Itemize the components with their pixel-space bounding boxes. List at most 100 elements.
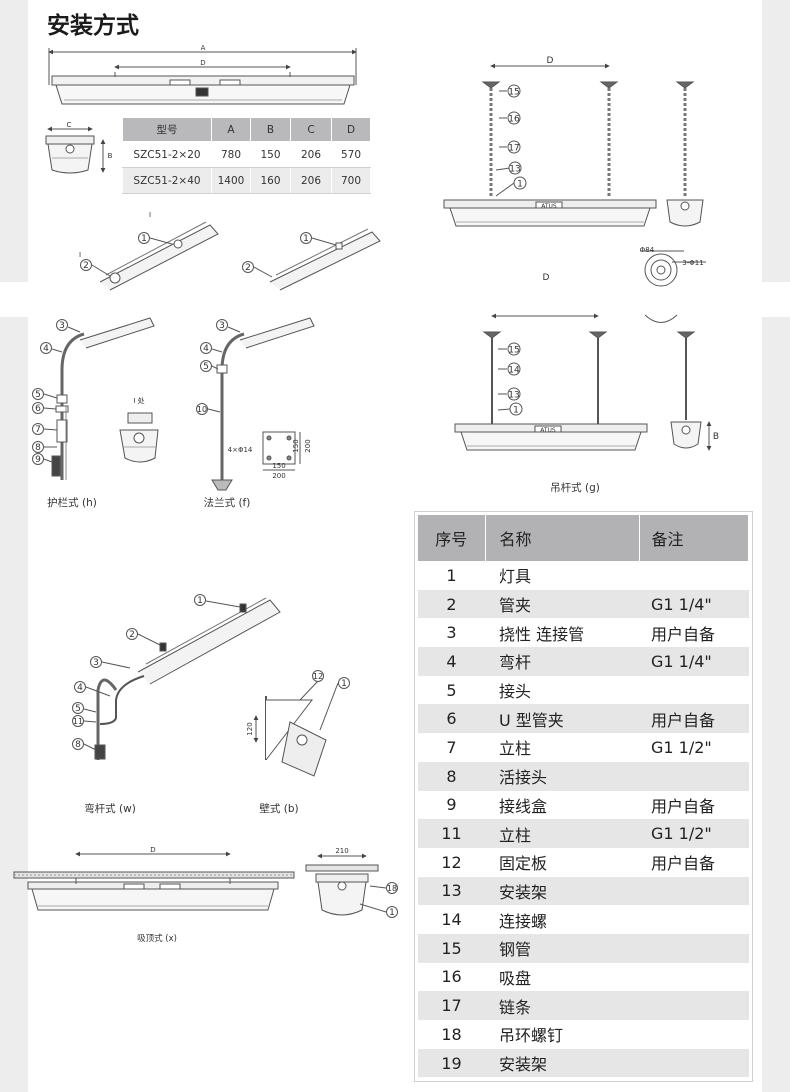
parts-cell-note: 用户自备 [651,854,716,874]
callout-1-angled-b: 1 [303,234,309,244]
parts-cell-name: U 型管夹 [485,704,639,734]
dim-200-flange-v: 200 [304,439,312,452]
callout-3-f: 3 [219,321,225,331]
parts-cell-no: 5 [446,680,457,700]
parts-cell-note [639,676,749,705]
dimensions-header-row: 型号 A B C D [122,117,371,142]
callout-16: 16 [508,115,520,125]
caption-ceiling: 吸顶式 (x) [137,933,177,944]
table-row: SZC51-2×40 1400 160 206 700 [122,167,371,194]
dim-label-d-ceiling: D [150,846,155,854]
callout-6-h: 6 [35,404,41,414]
parts-cell-no: 8 [418,761,485,791]
parts-header-note: 备注 [639,515,749,561]
parts-header-name: 名称 [485,515,640,561]
callout-1-b: 1 [341,679,347,689]
dimensions-table: 型号 A B C D SZC51-2×20 780 150 206 570 SZ… [122,117,371,194]
dims-cell: 780 [211,141,251,168]
parts-cell-name: 固定板 [499,854,548,874]
dims-cell: 1400 [211,167,251,194]
caption-flange: 法兰式 (f) [204,496,251,509]
lamp-bent-rod-mount [94,597,281,760]
parts-cell-name: 管夹 [485,589,639,619]
callout-1-angled-a: 1 [141,234,147,244]
callout-10-f: 10 [197,405,207,414]
parts-cell-no: 1 [446,565,457,585]
dim-label-d-top: D [200,59,205,67]
parts-cell-name: 吸盘 [499,968,532,988]
lamp-mark-rod: ATUS [540,427,556,434]
parts-header-no: 序号 [418,515,486,561]
label-3-holes: 3-Φ11 [682,259,703,267]
lamp-ceiling-mount [13,851,379,916]
parts-cell-note [639,561,749,590]
page-title: 安装方式 [47,13,139,39]
dim-150-flange-v: 150 [292,439,300,452]
parts-cell-note [639,963,749,992]
dim-label-d-rod: D [543,273,550,283]
callout-11-w: 11 [73,717,83,726]
section-gap [0,282,790,317]
callout-8-h: 8 [35,443,41,453]
parts-cell-name: 连接螺 [499,911,548,931]
callout-5-f: 5 [203,362,209,372]
dims-cell: 570 [331,141,371,168]
parts-cell-note: 用户自备 [651,624,716,644]
callout-2-angled-b: 2 [245,263,251,273]
parts-cell-no: 3 [446,623,457,643]
dims-cell: 160 [250,167,291,194]
caption-guardrail: 护栏式 (h) [47,496,97,509]
callout-leaders [43,90,515,913]
dim-label-b: B [108,152,113,160]
callout-7-h: 7 [35,425,41,435]
parts-cell-note: G1 1/2" [651,737,712,757]
dim-120-wall: 120 [246,722,254,735]
parts-cell-name: 立柱 [499,739,532,759]
lamp-end-view [45,126,106,174]
callout-5-w: 5 [75,704,81,714]
dims-cell: SZC51-2×20 [122,141,212,168]
parts-cell-note [639,933,749,963]
dim-210-ceiling: 210 [335,847,348,855]
callout-14: 14 [508,366,520,376]
callout-8-w: 8 [75,740,81,750]
dims-cell: 700 [331,167,371,194]
parts-cell-no: 7 [446,737,457,757]
parts-cell-no: 2 [418,589,485,619]
label-4-holes: 4×Φ14 [228,446,253,454]
parts-cell-note [639,991,749,1020]
parts-cell-note [639,1020,749,1049]
parts-cell-no: 11 [418,819,485,848]
dims-header-c: C [290,117,332,142]
callout-2-w: 2 [129,630,135,640]
callout-4-h: 4 [43,344,49,354]
dims-cell: 206 [290,141,332,168]
dims-header-a: A [211,117,251,142]
parts-cell-name: 立柱 [485,819,639,848]
parts-cell-note: 用户自备 [639,704,749,734]
parts-cell-note: G1 1/4" [639,647,749,676]
callout-1-pendant: 1 [513,406,519,416]
dim-label-c: C [67,121,72,129]
parts-cell-no: 18 [441,1024,462,1044]
callout-13-bottom: 13 [508,391,519,401]
parts-cell-no: 9 [446,795,457,815]
callout-5-h: 5 [35,390,41,400]
caption-pendant-rod: 吊杆式 (g) [550,481,600,494]
callout-1-top: 1 [517,180,523,190]
callout-markers: 15 16 17 13 1 15 14 13 1 3 4 5 6 7 8 9 3… [32,84,527,918]
callout-13-top: 13 [509,165,520,175]
detail-mark-i-2: I [79,251,81,259]
callout-12-b: 12 [313,672,323,681]
clamp-detail [119,412,159,463]
